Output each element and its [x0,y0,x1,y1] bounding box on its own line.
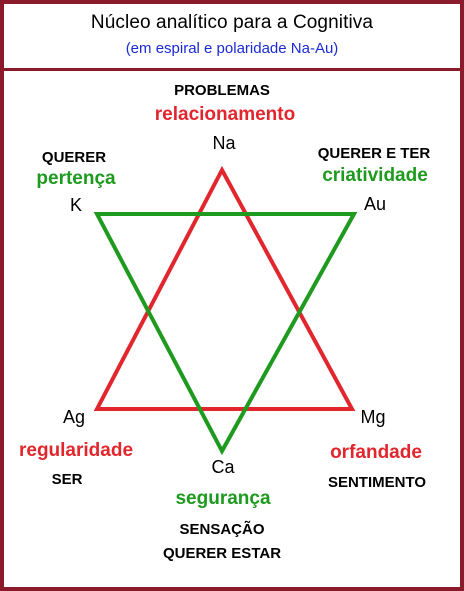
na-keyword: relacionamento [154,104,296,125]
header-divider [4,68,460,71]
mg-caption: SENTIMENTO [327,474,427,491]
page-title: Núcleo analítico para a Cognitiva [90,12,374,33]
ca-caption-2: QUERER ESTAR [162,545,282,562]
na-symbol: Na [212,133,236,153]
au-caption: QUERER E TER [317,145,431,162]
k-caption: QUERER [41,149,107,166]
page-subtitle: (em espiral e polaridade Na-Au) [125,40,339,57]
au-symbol: Au [363,194,387,214]
na-caption: PROBLEMAS [174,82,270,99]
k-keyword: pertença [36,168,116,189]
k-symbol: K [69,195,83,215]
green-triangle [93,212,358,456]
au-keyword: criatividade [322,165,428,186]
header: Núcleo analítico para a Cognitiva (em es… [4,4,460,66]
ag-caption: SER [51,471,83,488]
ca-keyword: segurança [175,488,271,509]
ca-symbol: Ca [211,457,235,477]
ag-symbol: Ag [62,407,86,427]
ca-caption: SENSAÇÃO [179,521,265,538]
hexagram-diagram [93,165,358,456]
mg-symbol: Mg [360,407,386,427]
ag-keyword: regularidade [18,440,134,461]
red-triangle [93,165,356,411]
mg-keyword: orfandade [330,442,422,463]
